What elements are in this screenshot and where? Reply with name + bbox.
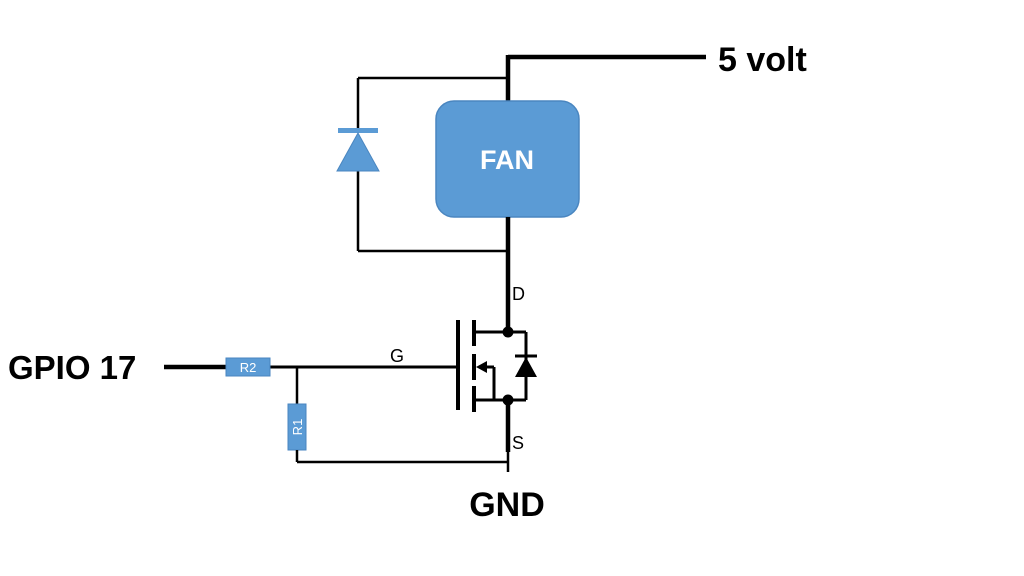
resistor-r2 [225, 357, 271, 377]
drain-label: D [512, 284, 525, 304]
flyback-diode [336, 128, 380, 172]
ground-label: GND [469, 486, 545, 524]
ground-return-wire [295, 450, 510, 472]
source-label: S [512, 433, 524, 453]
flyback-diode-loop [356, 76, 508, 253]
r1-label: R1 [290, 419, 305, 436]
supply-wire [505, 54, 706, 102]
mosfet [456, 320, 537, 412]
fan-label: FAN [480, 145, 534, 175]
gpio-label: GPIO 17 [8, 349, 136, 386]
r2-label: R2 [240, 360, 257, 375]
supply-label: 5 volt [718, 41, 807, 79]
gate-label: G [390, 346, 404, 366]
